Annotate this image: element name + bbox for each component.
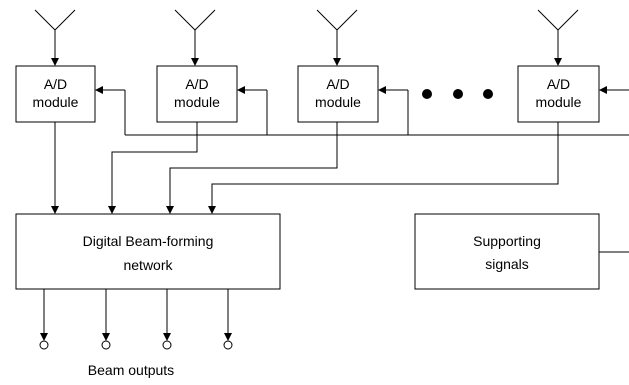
ad-module-label: module: [315, 94, 361, 110]
ad-module-label: A/D: [44, 76, 67, 92]
beam-output: [39, 289, 49, 350]
control-bus-line: [95, 86, 629, 136]
signal-line: [166, 122, 338, 214]
ad-module-label: module: [174, 94, 220, 110]
ad-module: A/D module: [517, 65, 600, 123]
ad-module-label: module: [33, 94, 79, 110]
supporting-label: Supporting: [473, 233, 541, 249]
ad-module: A/D module: [15, 65, 96, 123]
ad-module-label: A/D: [185, 76, 208, 92]
signal-line: [51, 122, 59, 214]
signal-line: [108, 122, 198, 214]
beam-output: [162, 289, 172, 350]
beamforming-label: network: [123, 257, 173, 273]
beam-output: [223, 289, 233, 350]
antenna-icon: [316, 9, 358, 66]
ad-module: A/D module: [297, 65, 379, 123]
ad-module-label: A/D: [547, 76, 570, 92]
beam-outputs-label: Beam outputs: [88, 362, 174, 378]
beamforming-network-box: Digital Beam-forming network: [15, 213, 281, 290]
ellipsis-dots: [422, 89, 493, 99]
ad-module-label: A/D: [326, 76, 349, 92]
supporting-label: signals: [485, 256, 529, 272]
signal-line: [208, 122, 559, 214]
beam-output: [101, 289, 111, 350]
ad-module: A/D module: [156, 65, 238, 123]
beamforming-label: Digital Beam-forming: [83, 233, 214, 249]
supporting-signals-box: Supporting signals: [414, 213, 629, 290]
antenna-icon: [174, 9, 216, 66]
antenna-icon: [537, 9, 579, 66]
ad-module-label: module: [536, 94, 582, 110]
antenna-icon: [34, 9, 76, 66]
